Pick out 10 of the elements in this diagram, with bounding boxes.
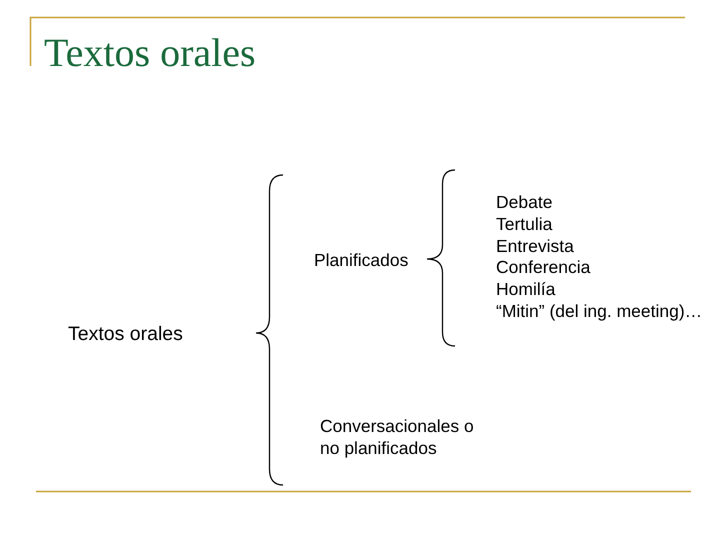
list-item: Entrevista [496,236,574,258]
category-label: Planificados [314,249,408,271]
category-label: Conversacionales o no planificados [320,415,475,459]
category-label: Textos orales [68,322,183,346]
list-item: Homilía [496,279,556,301]
list-item: Debate [496,192,552,214]
list-item: Tertulia [496,214,552,236]
slide-title: Textos orales [44,30,256,76]
list-item: “Mitin” (del ing. meeting)… [496,301,702,323]
list-item: Conferencia [496,257,590,280]
